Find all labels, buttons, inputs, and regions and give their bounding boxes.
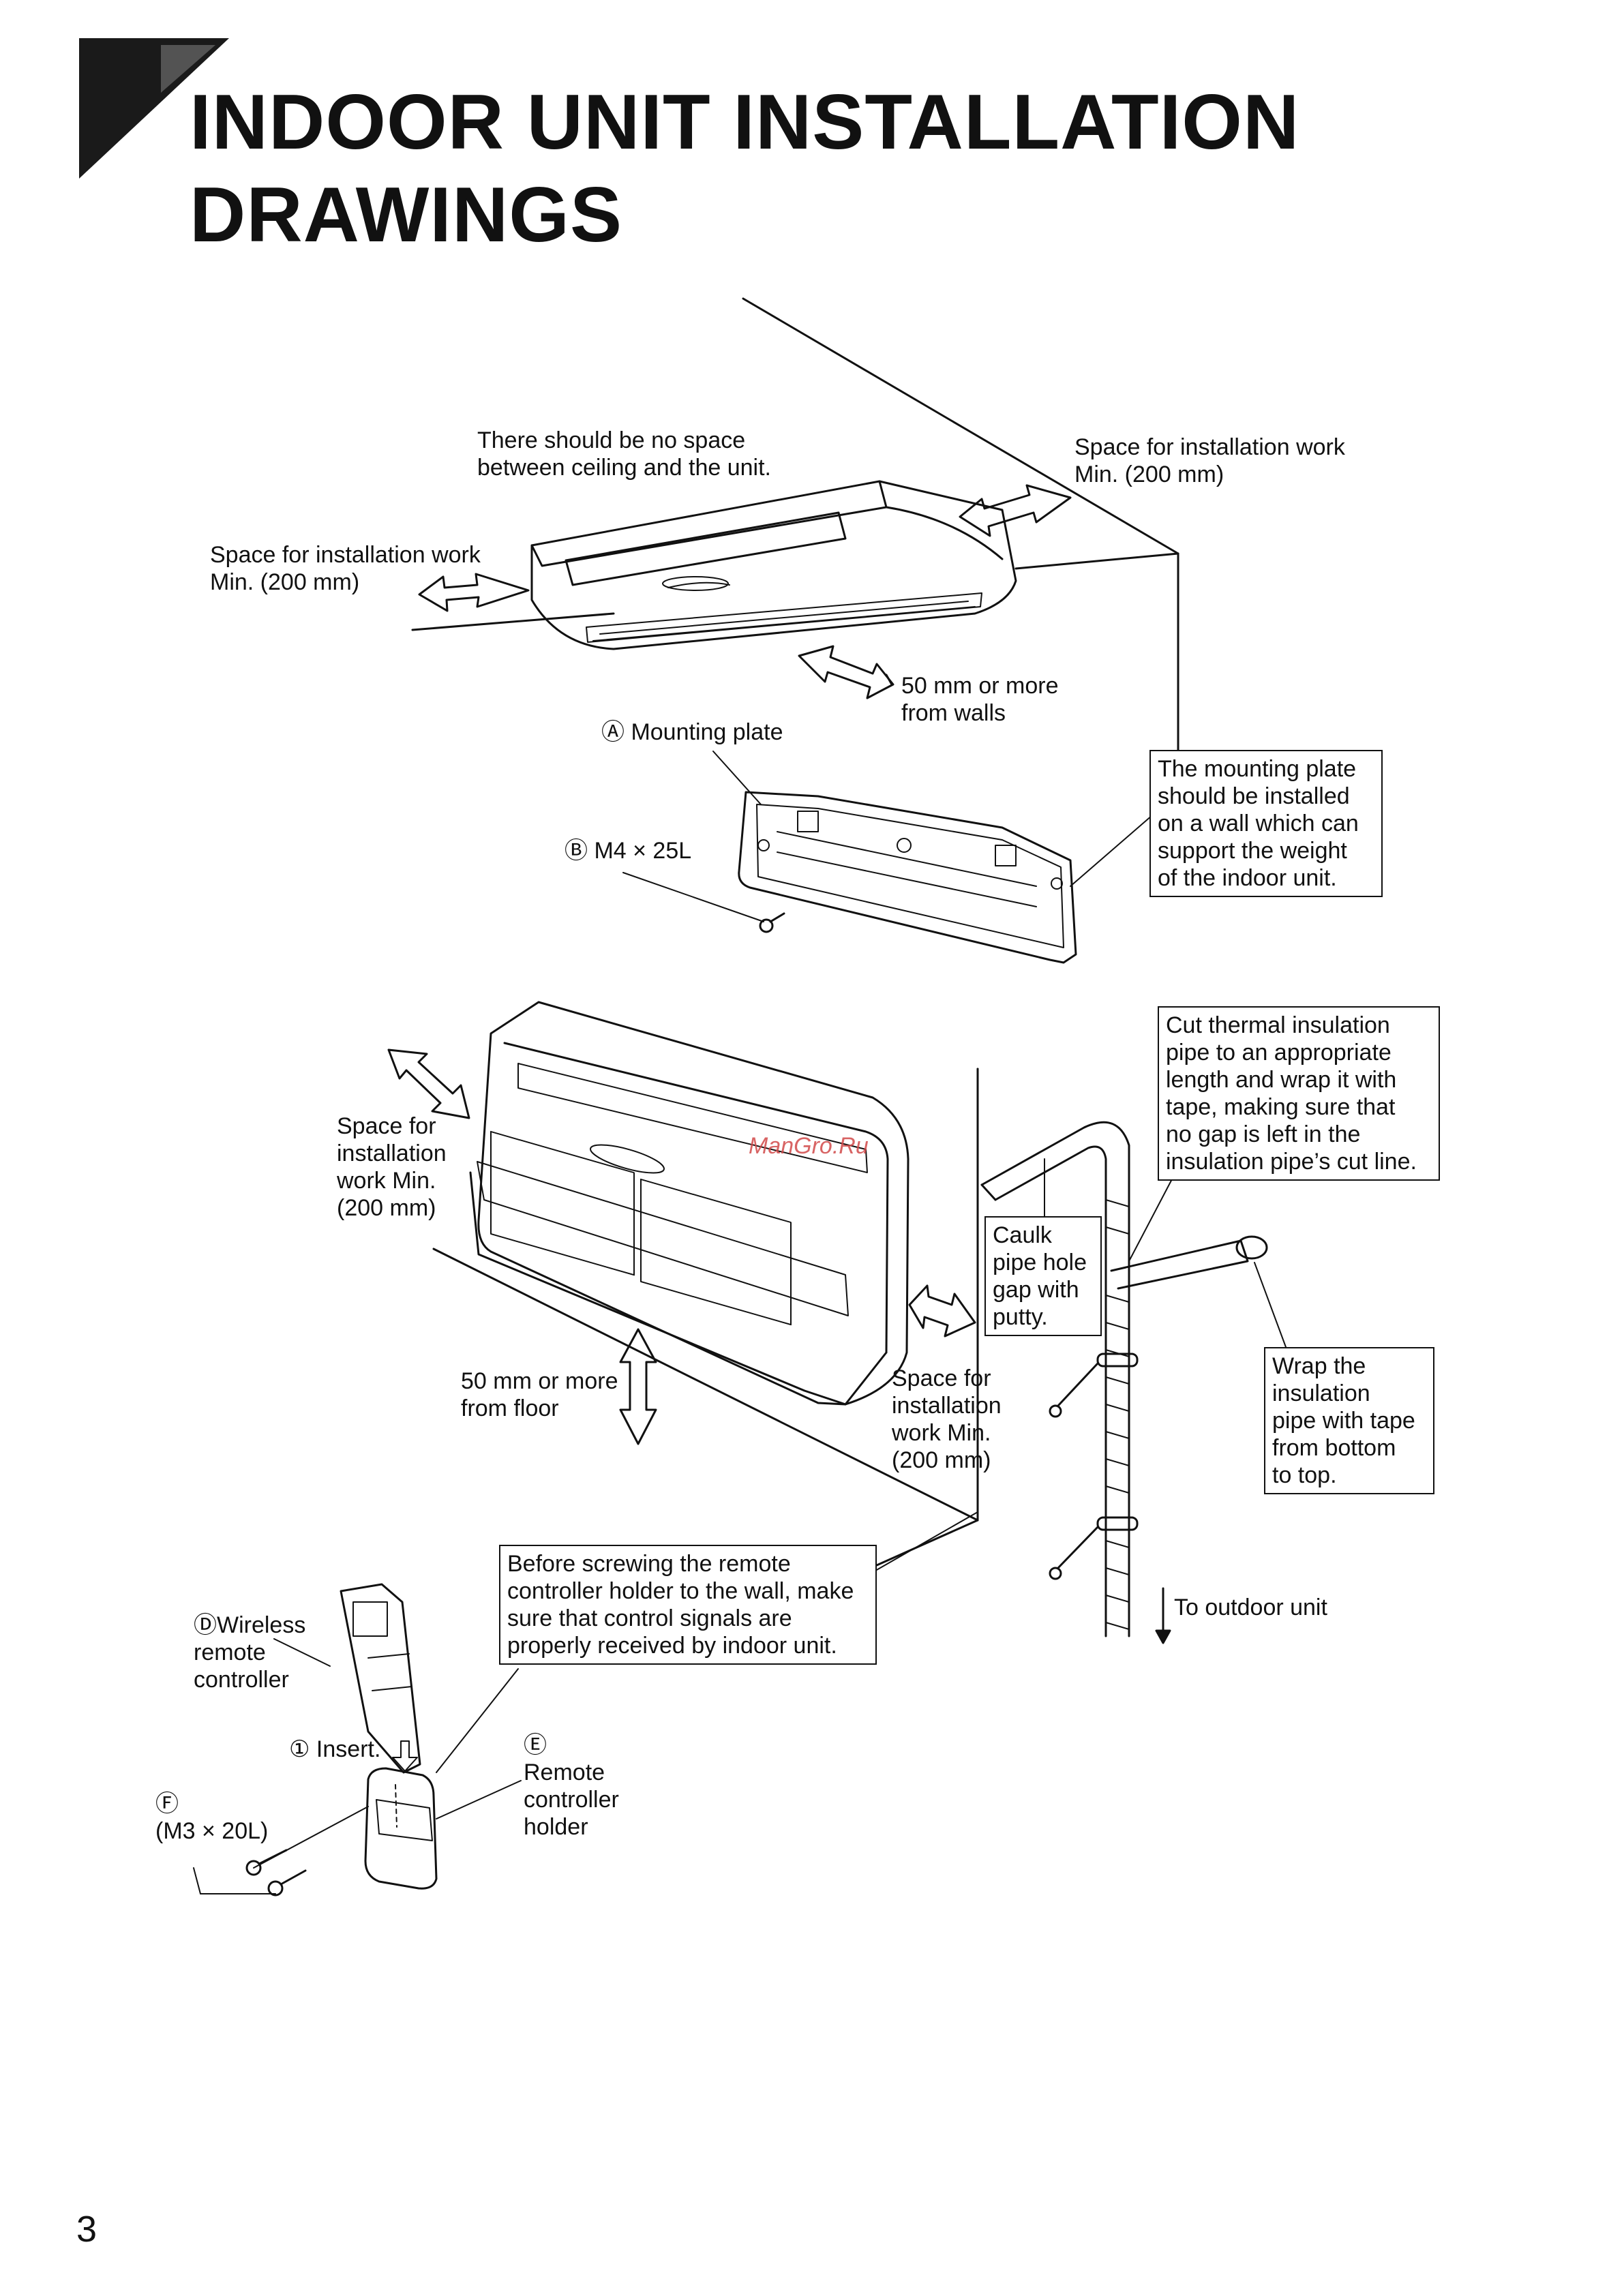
cut-insulation-leader bbox=[1128, 1175, 1175, 1262]
double-arrow-right-top-icon bbox=[959, 484, 1072, 537]
watermark-text: ManGro.Ru bbox=[749, 1133, 869, 1159]
note-wrap-pipe: Wrap the insulation pipe with tape from … bbox=[1264, 1347, 1434, 1494]
to-outdoor-arrow-icon bbox=[1155, 1587, 1171, 1644]
label-remote-holder: Ⓔ Remote controller holder bbox=[524, 1732, 619, 1840]
double-arrow-right-floor-icon bbox=[908, 1284, 976, 1338]
label-to-outdoor: To outdoor unit bbox=[1174, 1595, 1327, 1620]
label-space-left-top: Space for installation work Min. (200 mm… bbox=[210, 542, 481, 595]
wrap-pipe-leader bbox=[1254, 1262, 1287, 1348]
label-insert: ① Insert. bbox=[289, 1736, 381, 1762]
page-title-line1: INDOOR UNIT INSTALLATION bbox=[190, 79, 1300, 166]
note-remote-controller: Before screwing the remote controller ho… bbox=[499, 1545, 877, 1665]
floor-wall-lines bbox=[432, 1068, 979, 1567]
page-title-line2: DRAWINGS bbox=[190, 172, 622, 258]
note-mounting-plate: The mounting plate should be installed o… bbox=[1149, 750, 1383, 897]
title-triangle-icon bbox=[79, 38, 229, 179]
label-space-right-floor: Space for installation work Min. (200 mm… bbox=[892, 1365, 1002, 1473]
ceiling-wall-lines bbox=[411, 297, 1179, 751]
m3-screw-icon bbox=[193, 1806, 369, 1897]
double-arrow-floor-vertical-icon bbox=[619, 1328, 657, 1445]
m4-screw-leader bbox=[622, 872, 764, 922]
m4-screw-icon bbox=[759, 912, 785, 933]
label-from-floor: 50 mm or more from floor bbox=[461, 1368, 618, 1421]
remote-holder-leader bbox=[436, 1780, 522, 1819]
remote-holder-note-leader bbox=[436, 1668, 519, 1773]
note-caulk: Caulk pipe hole gap with putty. bbox=[984, 1216, 1102, 1336]
floor-indoor-unit bbox=[469, 1001, 909, 1406]
note-cut-insulation: Cut thermal insulation pipe to an approp… bbox=[1158, 1006, 1440, 1181]
label-space-left-floor: Space for installation work Min. (200 mm… bbox=[337, 1113, 447, 1221]
double-arrow-left-floor-icon bbox=[387, 1048, 470, 1119]
mounting-plate-leader bbox=[712, 751, 762, 805]
page-title: INDOOR UNIT INSTALLATION DRAWINGS bbox=[190, 76, 1299, 262]
label-mounting-plate: Ⓐ Mounting plate bbox=[601, 719, 783, 745]
insert-arrow-icon bbox=[392, 1740, 418, 1772]
pipe-clip-screw-icon bbox=[1049, 1362, 1099, 1580]
arrow-from-walls-icon bbox=[798, 645, 894, 699]
label-m4-screw: Ⓑ M4 × 25L bbox=[565, 838, 692, 864]
label-no-space-ceiling: There should be no space between ceiling… bbox=[477, 427, 771, 481]
insulated-pipe bbox=[980, 1121, 1268, 1637]
double-arrow-left-top-icon bbox=[418, 573, 530, 612]
label-wireless-remote: ⒹWireless remote controller bbox=[194, 1612, 306, 1693]
label-m3-screw: Ⓕ (M3 × 20L) bbox=[155, 1791, 269, 1844]
label-from-walls: 50 mm or more from walls bbox=[901, 673, 1059, 726]
mounting-note-leader bbox=[1070, 815, 1153, 887]
mounting-plate bbox=[738, 791, 1077, 964]
wireless-remote-leader bbox=[273, 1638, 331, 1667]
remote-note-leader bbox=[875, 1511, 978, 1571]
label-space-right-top: Space for installation work Min. (200 mm… bbox=[1074, 434, 1345, 487]
wireless-remote-icon bbox=[340, 1583, 421, 1774]
page-number: 3 bbox=[76, 2209, 97, 2250]
ceiling-indoor-unit bbox=[530, 480, 1017, 650]
remote-holder-icon bbox=[364, 1767, 438, 1890]
